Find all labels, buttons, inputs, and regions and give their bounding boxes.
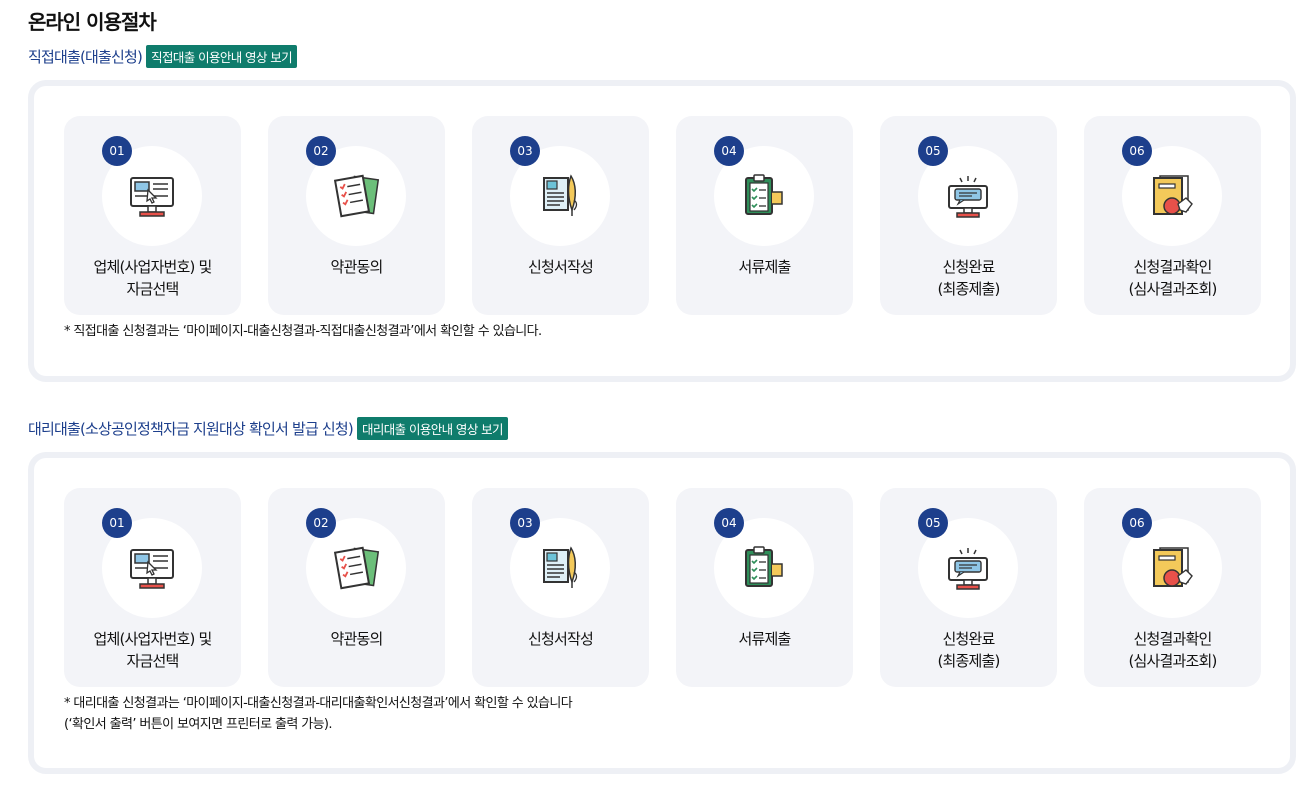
result-note: * 대리대출 신청결과는 ‘마이페이지-대출신청결과-대리대출확인서신청결과’에…	[64, 693, 573, 735]
step-label-line-1: 업체(사업자번호) 및	[93, 630, 212, 648]
step-label-line-1: 신청완료	[942, 258, 995, 276]
step-label-line-2: (최종제출)	[937, 280, 1000, 298]
step-number-badge: 02	[306, 508, 336, 538]
step-label-line-1: 서류제출	[738, 258, 791, 276]
step-card-05: 05 신청완료 (최종제출)	[880, 488, 1057, 687]
step-card-03: 03 신청서작성	[472, 116, 649, 315]
step-label: 신청결과확인 (심사결과조회)	[1084, 256, 1261, 300]
step-label-line-1: 신청서작성	[527, 630, 594, 648]
section-title: 대리대출(소상공인정책자금 지원대상 확인서 발급 신청)	[28, 419, 354, 438]
step-card-04: 04 서류제출	[676, 488, 853, 687]
step-label-line-2: (심사결과조회)	[1128, 652, 1217, 670]
step-label-line-2: 자금선택	[126, 652, 179, 670]
step-card-04: 04 서류제출	[676, 116, 853, 315]
step-number-badge: 05	[918, 136, 948, 166]
step-label: 약관동의	[268, 256, 445, 278]
step-number-badge: 02	[306, 136, 336, 166]
step-label-line-1: 서류제출	[738, 630, 791, 648]
note-line-1: * 대리대출 신청결과는 ‘마이페이지-대출신청결과-대리대출확인서신청결과’에…	[64, 696, 573, 711]
step-label: 신청완료 (최종제출)	[880, 256, 1057, 300]
step-label-line-1: 신청서작성	[527, 258, 594, 276]
note-line-1: * 직접대출 신청결과는 ‘마이페이지-대출신청결과-직접대출신청결과’에서 확…	[64, 324, 542, 339]
step-card-03: 03 신청서작성	[472, 488, 649, 687]
step-number-badge: 05	[918, 508, 948, 538]
note-line-2: (‘확인서 출력’ 버튼이 보여지면 프린터로 출력 가능).	[64, 717, 333, 732]
monitor-message-icon	[918, 518, 1018, 618]
result-note: * 직접대출 신청결과는 ‘마이페이지-대출신청결과-직접대출신청결과’에서 확…	[64, 321, 542, 342]
step-label-line-1: 신청결과확인	[1133, 258, 1212, 276]
step-label-line-2: (최종제출)	[937, 652, 1000, 670]
step-label: 신청서작성	[472, 628, 649, 650]
step-number-badge: 01	[102, 508, 132, 538]
step-card-06: 06 신청결과확인 (심사결과조회)	[1084, 488, 1261, 687]
step-label-line-1: 신청완료	[942, 630, 995, 648]
step-label: 신청결과확인 (심사결과조회)	[1084, 628, 1261, 672]
step-number-badge: 03	[510, 508, 540, 538]
step-number-badge: 06	[1122, 136, 1152, 166]
step-number-badge: 03	[510, 136, 540, 166]
step-label: 신청서작성	[472, 256, 649, 278]
section-header: 대리대출(소상공인정책자금 지원대상 확인서 발급 신청) 대리대출 이용안내 …	[28, 416, 508, 440]
step-label-line-2: (심사결과조회)	[1128, 280, 1217, 298]
video-guide-button[interactable]: 직접대출 이용안내 영상 보기	[146, 44, 298, 68]
step-label-line-1: 신청결과확인	[1133, 630, 1212, 648]
step-label-line-1: 약관동의	[330, 258, 383, 276]
step-card-06: 06 신청결과확인 (심사결과조회)	[1084, 116, 1261, 315]
step-label: 서류제출	[676, 628, 853, 650]
step-card-02: 02 약관동의	[268, 116, 445, 315]
step-number-badge: 04	[714, 508, 744, 538]
step-card-02: 02 약관동의	[268, 488, 445, 687]
step-number-badge: 04	[714, 136, 744, 166]
step-number-badge: 06	[1122, 508, 1152, 538]
step-label-line-1: 업체(사업자번호) 및	[93, 258, 212, 276]
step-label-line-1: 약관동의	[330, 630, 383, 648]
section-title: 직접대출(대출신청)	[28, 47, 143, 66]
step-label: 약관동의	[268, 628, 445, 650]
step-label-line-2: 자금선택	[126, 280, 179, 298]
step-label: 서류제출	[676, 256, 853, 278]
step-number-badge: 01	[102, 136, 132, 166]
video-guide-button[interactable]: 대리대출 이용안내 영상 보기	[356, 416, 508, 440]
monitor-message-icon	[918, 146, 1018, 246]
step-card-05: 05 신청완료 (최종제출)	[880, 116, 1057, 315]
step-label: 신청완료 (최종제출)	[880, 628, 1057, 672]
section-header: 직접대출(대출신청) 직접대출 이용안내 영상 보기	[28, 44, 298, 68]
approval-stamp-icon	[1122, 518, 1222, 618]
page-title: 온라인 이용절차	[28, 10, 157, 34]
